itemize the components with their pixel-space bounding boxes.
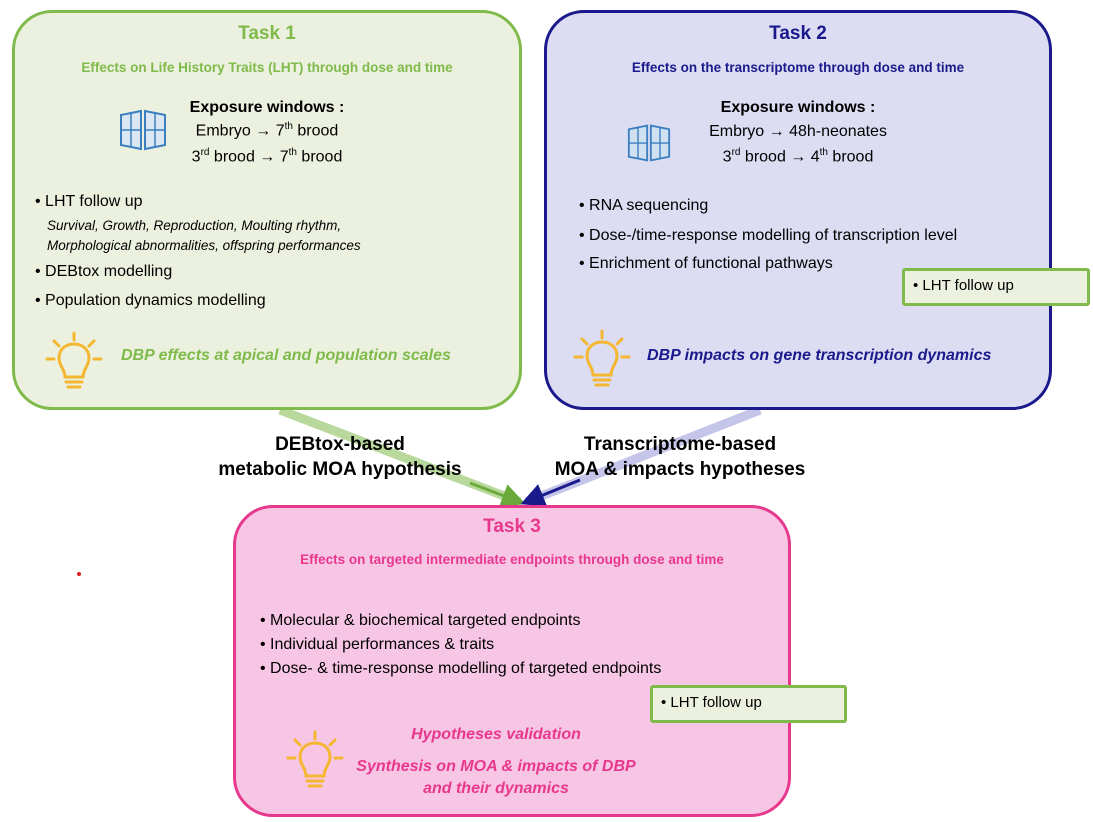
task1-bullet-lht: • LHT follow up [35,193,143,210]
task3-conclusion-line3: and their dynamics [423,780,569,797]
task2-title: Task 2 [769,23,827,44]
task2-bullet-rnaseq: • RNA sequencing [579,197,709,214]
task2-conclusion: DBP impacts on gene transcription dynami… [647,347,992,364]
task3-subtitle: Effects on targeted intermediate endpoin… [300,552,724,567]
task2-box: Task 2 Effects on the transcriptome thro… [544,10,1052,410]
right-arrow-label: Transcriptome-based MOA & impacts hypoth… [554,434,806,480]
task3-conclusion-line1: Hypotheses validation [411,726,581,743]
lightbulb-icon [286,730,344,788]
window-icon [120,109,166,151]
lightbulb-icon [573,329,631,387]
task3-lht-box: • LHT follow up [650,685,847,723]
task3-box: Task 3 Effects on targeted intermediate … [233,505,791,817]
window-icon [627,124,671,162]
task3-bullet-molecular: • Molecular & biochemical targeted endpo… [260,612,581,629]
task2-exposure-heading: Exposure windows : [720,99,876,116]
task1-box: Task 1 Effects on Life History Traits (L… [12,10,522,410]
task1-bullet-debtox: • DEBtox modelling [35,263,173,280]
task1-window2: 3rd brood → 7th brood [191,147,343,166]
task1-window1: Embryo → 7th brood [195,121,339,140]
task2-lht-box: • LHT follow up [902,268,1090,306]
task2-subtitle: Effects on the transcriptome through dos… [631,60,965,75]
task1-detail2: Morphological abnormalities, offspring p… [47,238,361,253]
task3-conclusion-line2: Synthesis on MOA & impacts of DBP [356,758,636,775]
task2-window1: Embryo → 48h-neonates [709,123,887,140]
task3-bullet-individual: • Individual performances & traits [260,636,495,653]
task3-bullet-modelling: • Dose- & time-response modelling of tar… [260,660,662,677]
task2-bullet-modelling: • Dose-/time-response modelling of trans… [579,227,958,244]
task3-title: Task 3 [483,516,541,537]
task2-bullet-enrichment: • Enrichment of functional pathways [579,255,833,272]
task1-subtitle: Effects on Life History Traits (LHT) thr… [81,60,453,75]
red-dot [77,572,81,576]
lightbulb-icon [45,331,103,389]
task1-exposure-heading: Exposure windows : [189,99,345,116]
task1-detail1: Survival, Growth, Reproduction, Moulting… [47,218,342,233]
task1-bullet-population: • Population dynamics modelling [35,292,266,309]
left-arrow-label: DEBtox-based metabolic MOA hypothesis [218,434,462,480]
task1-title: Task 1 [238,23,296,44]
task1-conclusion: DBP effects at apical and population sca… [121,347,451,364]
task2-window2: 3rd brood → 4th brood [722,147,874,166]
